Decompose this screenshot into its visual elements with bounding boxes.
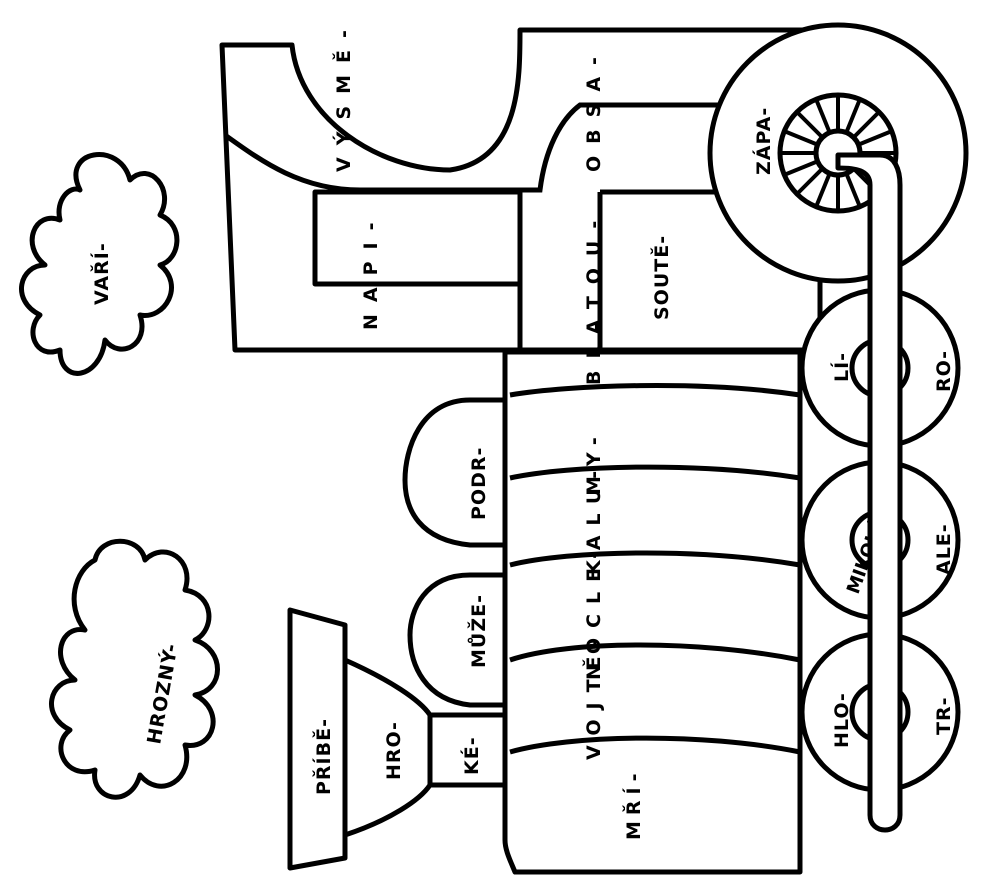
boiler-band-5: VOJTĚ-: [582, 629, 605, 760]
big-wheel-label: ZÁPA-: [752, 107, 775, 175]
chimney: PŘÍBĚ- HRO- KÉ-: [287, 607, 508, 871]
boiler-band-4: NOCLE-: [583, 541, 605, 680]
dome-second: MŮŽE-: [407, 572, 508, 708]
small-wheel-2-lower: ALE-: [933, 523, 955, 575]
cabin-window-label: VÝSMĚ-: [331, 18, 355, 172]
boiler-band-3: KALU-: [583, 461, 605, 575]
chimney-top-label: PŘÍBĚ-: [312, 718, 335, 795]
boiler: BLATOU- MY- KALU- NOCLE- VOJTĚ- MŘÍ-: [502, 209, 803, 875]
cabin: VÝSMĚ- NAPI- OBSA- SOUTĚ-: [219, 18, 823, 353]
dome-first: PODR-: [402, 397, 508, 548]
boiler-band-2: MY-: [583, 427, 605, 495]
cloud-top-label: VAŘÍ-: [90, 242, 113, 305]
connecting-rod: [835, 152, 903, 833]
small-wheel-3-lower: TR-: [933, 697, 955, 735]
cabin-panel-label: SOUTĚ-: [650, 235, 673, 320]
small-wheel-1-upper: LÍ-: [830, 352, 853, 382]
chimney-middle-label: HRO-: [383, 721, 405, 780]
small-wheel-3-upper: HLO-: [831, 692, 853, 748]
cabin-top-label: OBSA-: [583, 45, 605, 172]
boiler-band-6: MŘÍ-: [622, 768, 645, 841]
small-wheel-1-lower: RO-: [933, 350, 955, 392]
boiler-band-1: BLATOU-: [583, 209, 605, 385]
dome-second-label: MŮŽE-: [466, 594, 490, 668]
cabin-side-label: NAPI-: [360, 211, 382, 331]
chimney-base-label: KÉ-: [460, 736, 483, 775]
dome-first-label: PODR-: [468, 447, 490, 520]
cloud-top: VAŘÍ-: [19, 152, 180, 376]
cloud-bottom: HROZNÝ-: [49, 538, 220, 800]
